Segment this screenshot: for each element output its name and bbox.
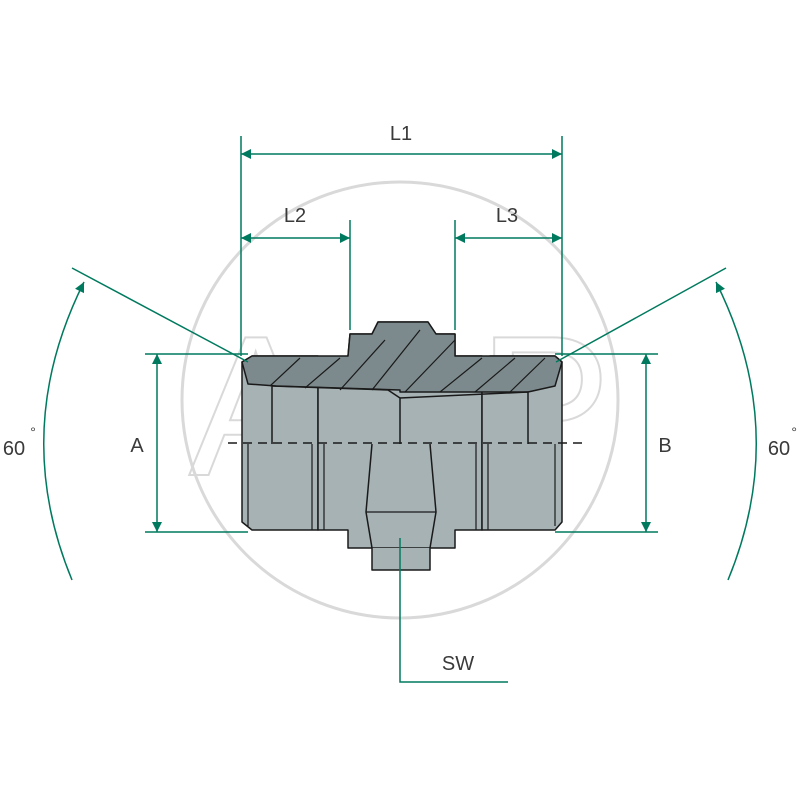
hex-face [365,443,437,549]
cone-line-right [555,267,727,363]
label-a: A [130,435,144,457]
sw-leader [399,538,508,683]
label-l2: L2 [284,205,306,227]
label-angle-left: 60 [3,438,25,460]
section-hatching [269,329,546,393]
label-angle-left-degree: ° [30,424,36,440]
label-angle-right-degree: ° [791,424,797,440]
cone-line-left [71,267,249,363]
dimension-lines [43,136,757,683]
angle-arc-right [715,281,757,581]
bore-outline [271,385,529,444]
angle-arc-left [43,281,85,581]
label-l3: L3 [496,205,518,227]
label-l1: L1 [390,123,412,145]
hex-collar [371,548,431,571]
label-b: B [658,435,671,457]
thread-lines [247,444,556,530]
label-sw: SW [442,653,474,675]
fitting-body [241,321,563,571]
label-angle-right: 60 [768,438,790,460]
dimension-labels: L1 L2 L3 A B SW 60 ° 60 ° [3,123,797,675]
section-cut [241,321,563,393]
